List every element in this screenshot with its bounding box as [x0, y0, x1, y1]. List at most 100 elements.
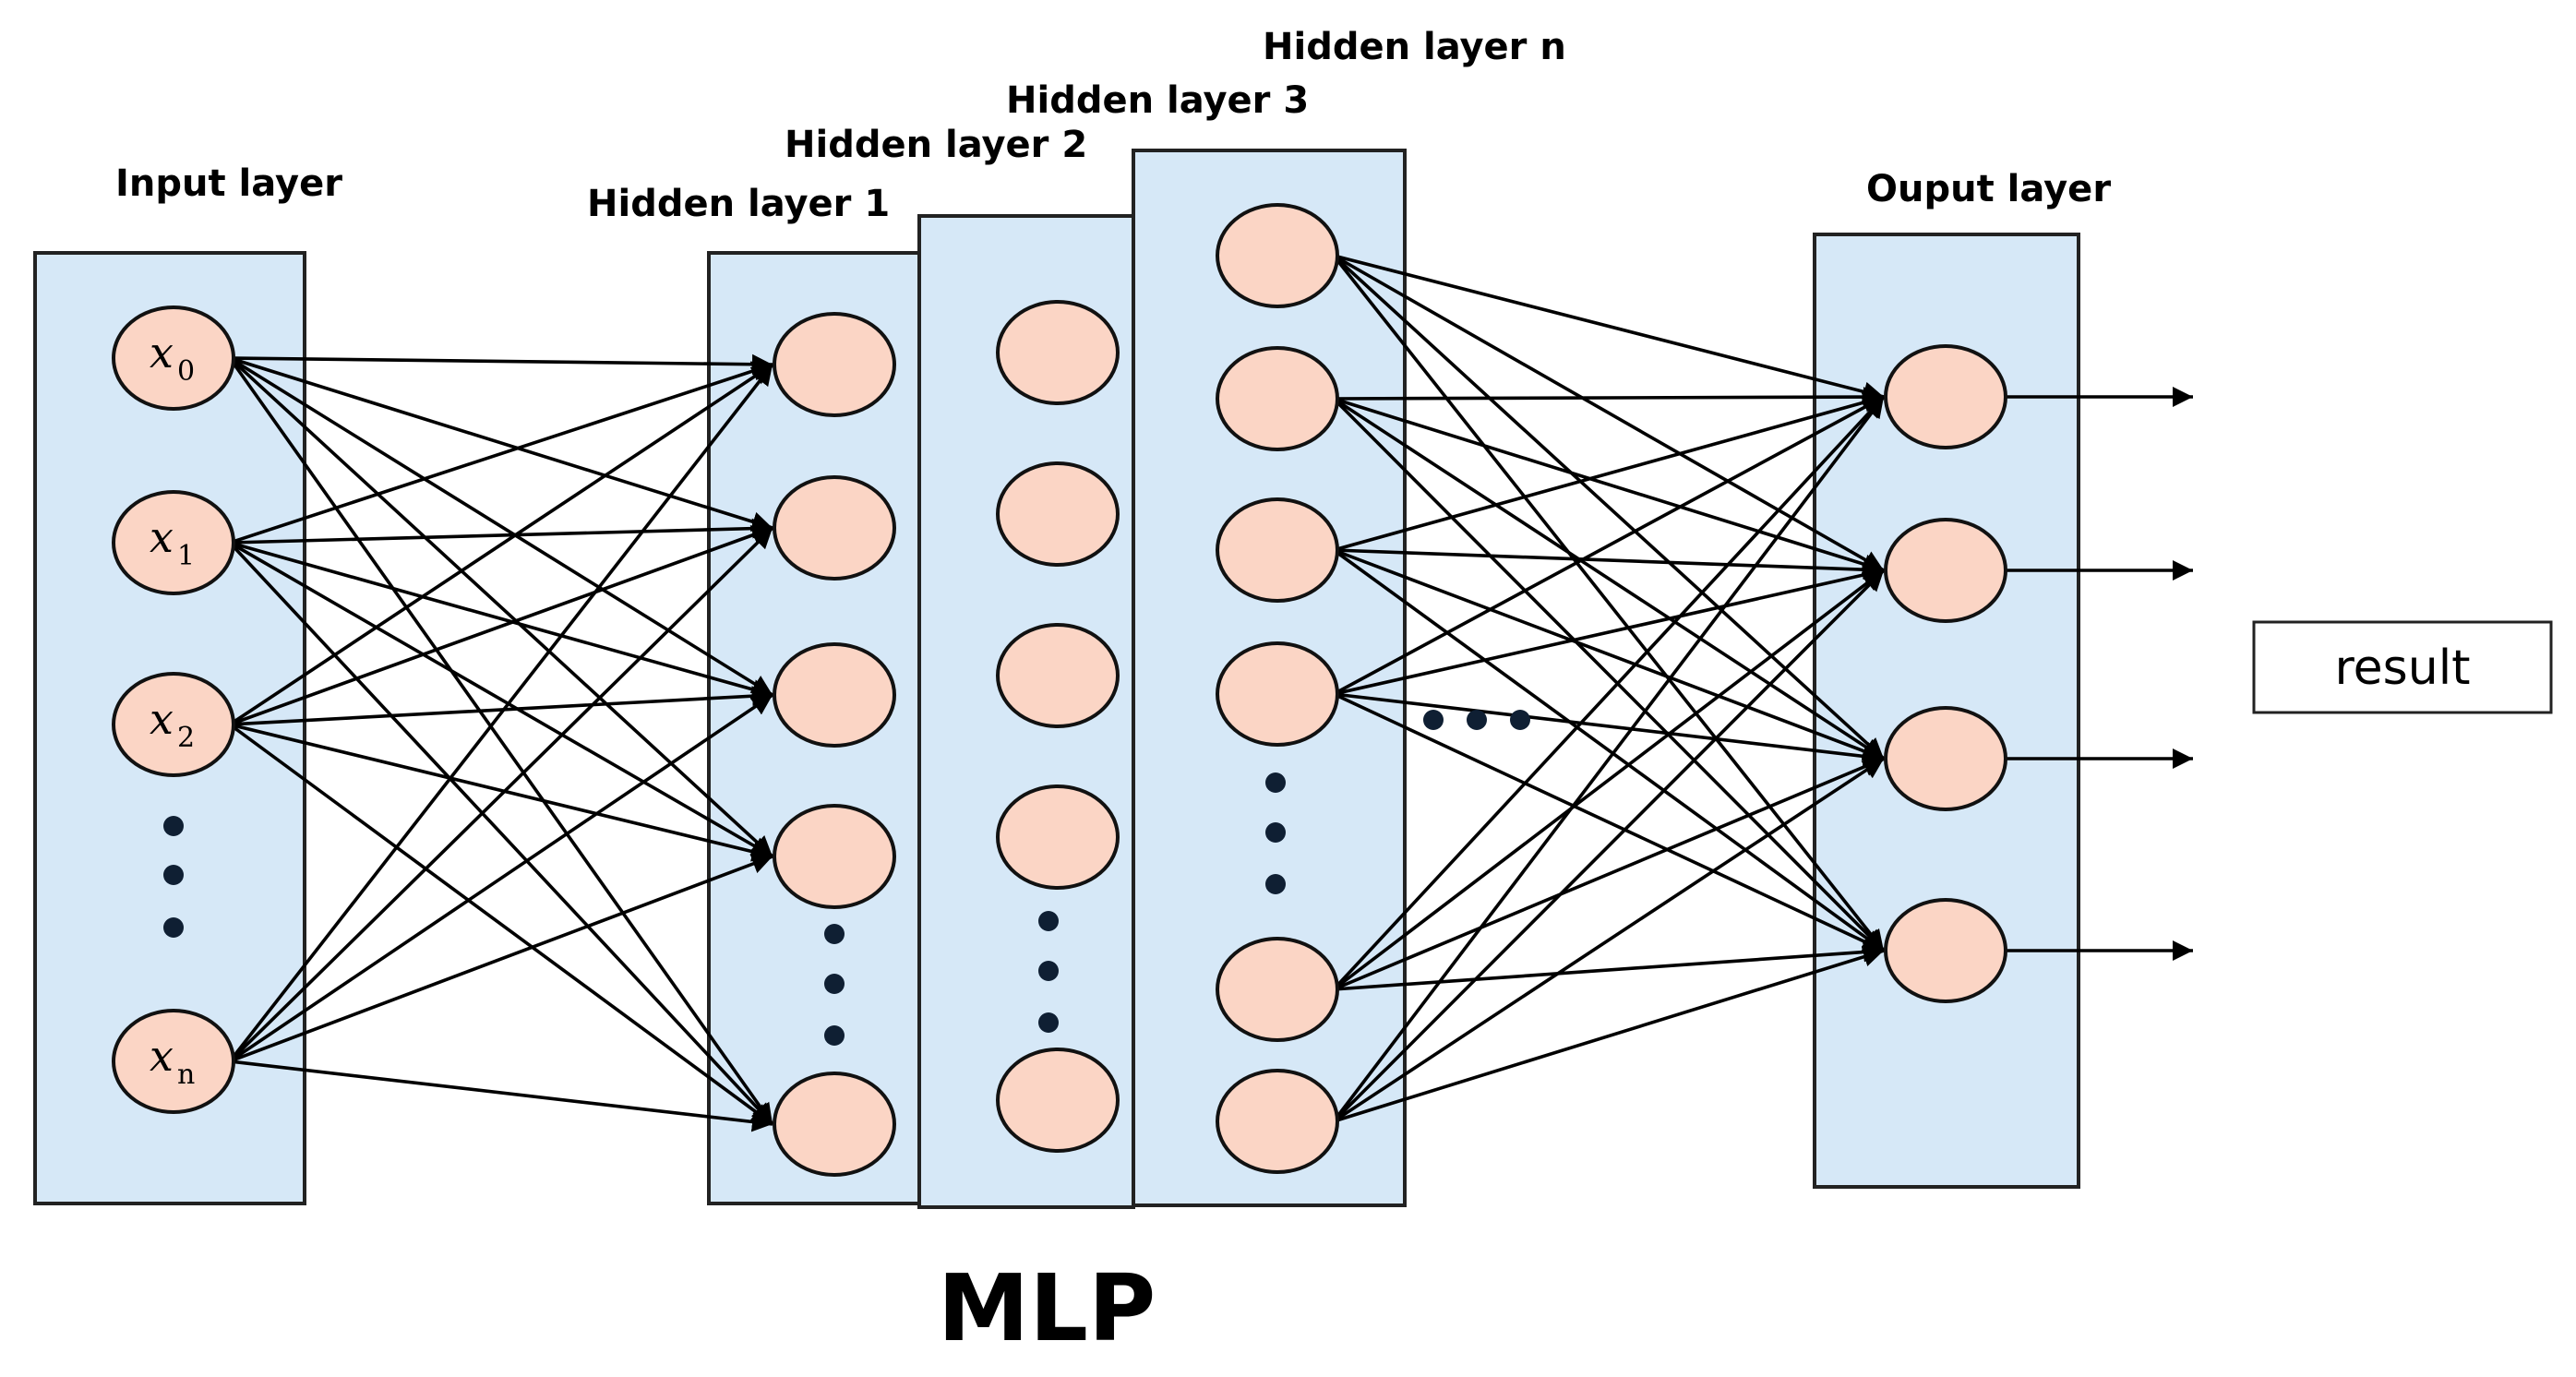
edge-hn-2-to-out-1	[1333, 548, 1885, 581]
edge-hn-2-to-out-3	[1332, 548, 1886, 952]
edge-hn-4-to-out-0	[1332, 395, 1886, 991]
hidden1-ellipsis-dot-2	[824, 1025, 845, 1046]
edge-input-0-to-h1-3	[228, 356, 774, 858]
edge-hn-0-to-out-2	[1332, 254, 1886, 760]
hidden-layer-n-title: Hidden layer n	[1263, 26, 1566, 68]
output-arrows	[2006, 387, 2193, 961]
edge-input-0-to-h1-4	[228, 356, 774, 1126]
hidden-layer-3-title: Hidden layer 3	[1006, 79, 1309, 122]
output-neuron-0	[1884, 344, 2007, 449]
input-ellipsis-dot-1	[163, 865, 184, 885]
edge-hn-1-to-out-2	[1333, 397, 1885, 760]
edge-hn-5-to-out-2	[1333, 757, 1885, 1123]
hidden1-neuron-2	[773, 642, 896, 748]
mlp-caption: MLP	[938, 1254, 1156, 1362]
edge-hn-1-to-out-3	[1332, 397, 1886, 952]
between-layers-ellipsis-dot-1	[1467, 710, 1487, 730]
edge-input-2-to-h1-2	[229, 686, 773, 726]
edge-input-2-to-h1-0	[229, 363, 773, 726]
hiddenN-neuron-4	[1216, 937, 1339, 1042]
hiddenN-neuron-5	[1216, 1069, 1339, 1174]
edge-input-3-to-h1-2	[228, 693, 774, 1063]
input-neuron-2	[112, 672, 235, 777]
between-layers-ellipsis-dot-0	[1423, 710, 1444, 730]
input-neuron-0	[112, 305, 235, 411]
edge-input-3-to-h1-4	[229, 1060, 773, 1132]
hiddenN-neuron-0	[1216, 203, 1339, 308]
edge-hn-1-to-out-0	[1333, 387, 1885, 408]
edge-hn-0-to-out-3	[1332, 254, 1886, 952]
edge-input-3-to-h1-1	[228, 526, 774, 1063]
edge-hn-3-to-out-0	[1333, 395, 1885, 696]
result-box	[2252, 620, 2553, 714]
hidden1-neuron-0	[773, 312, 896, 417]
edge-hn-5-to-out-3	[1333, 947, 1885, 1123]
edge-hn-2-to-out-2	[1333, 548, 1885, 761]
edge-hn-4-to-out-3	[1333, 941, 1885, 991]
between-layers-ellipsis-dot-2	[1510, 710, 1530, 730]
edge-input-0-to-h1-2	[229, 356, 773, 697]
edge-hn-2-to-out-0	[1333, 392, 1885, 552]
hidden2-ellipsis-dot-1	[1038, 961, 1059, 981]
hiddenN-neuron-3	[1216, 641, 1339, 747]
hiddenN-neuron-2	[1216, 497, 1339, 603]
edge-input-2-to-h1-1	[229, 525, 773, 726]
output-neuron-1	[1884, 518, 2007, 623]
hidden1-neuron-4	[773, 1072, 896, 1177]
input-neuron-1	[112, 490, 235, 595]
edge-input-3-to-h1-0	[228, 363, 774, 1063]
hidden1-ellipsis-dot-0	[824, 924, 845, 944]
edge-input-1-to-h1-0	[229, 361, 773, 545]
edge-hn-3-to-out-3	[1333, 692, 1885, 952]
input-neuron-3	[112, 1009, 235, 1114]
hiddenN-ellipsis-dot-1	[1265, 822, 1286, 843]
output-neuron-3	[1884, 898, 2007, 1003]
edge-hn-3-to-out-1	[1333, 565, 1885, 696]
edge-input-0-to-h1-1	[229, 356, 773, 532]
edge-hn-5-to-out-1	[1332, 569, 1886, 1123]
edge-hn-5-to-out-0	[1332, 395, 1886, 1123]
edge-input-1-to-h1-1	[229, 518, 773, 545]
edge-input-2-to-h1-4	[228, 723, 774, 1126]
hidden2-neuron-1	[996, 461, 1120, 567]
hidden2-neuron-2	[996, 623, 1120, 728]
output-layer-title: Ouput layer	[1866, 168, 2111, 210]
edge-input-0-to-h1-0	[229, 353, 773, 375]
edge-hn-4-to-out-2	[1333, 757, 1885, 991]
edge-hn-4-to-out-1	[1332, 569, 1886, 991]
edge-input-1-to-h1-2	[229, 541, 773, 700]
hidden1-neuron-1	[773, 475, 896, 581]
hidden1-ellipsis-dot-1	[824, 974, 845, 994]
edge-input-1-to-h1-3	[229, 541, 773, 858]
output-neuron-2	[1884, 706, 2007, 811]
edge-hn-1-to-out-1	[1333, 397, 1885, 574]
neurons	[112, 203, 2007, 1177]
edge-input-3-to-h1-3	[229, 854, 773, 1063]
hiddenN-neuron-1	[1216, 346, 1339, 451]
hidden-layer-1-title: Hidden layer 1	[587, 183, 890, 225]
hiddenN-ellipsis-dot-0	[1265, 772, 1286, 793]
hidden-layer-2-title: Hidden layer 2	[785, 124, 1087, 166]
connection-edges	[228, 254, 1886, 1132]
ellipsis-dots	[163, 710, 1530, 1046]
input-ellipsis-dot-0	[163, 816, 184, 836]
result-label: result	[2334, 641, 2470, 696]
hidden2-ellipsis-dot-2	[1038, 1012, 1059, 1033]
hidden2-ellipsis-dot-0	[1038, 911, 1059, 931]
hiddenN-ellipsis-dot-2	[1265, 874, 1286, 894]
hidden2-neuron-0	[996, 300, 1120, 405]
hidden2-neuron-4	[996, 1048, 1120, 1153]
hidden1-neuron-3	[773, 804, 896, 909]
edge-hn-0-to-out-1	[1333, 254, 1885, 572]
input-layer-title: Input layer	[115, 162, 342, 205]
edge-hn-0-to-out-0	[1333, 254, 1885, 402]
edge-input-2-to-h1-3	[229, 723, 773, 862]
hidden2-neuron-3	[996, 784, 1120, 890]
input-ellipsis-dot-2	[163, 917, 184, 938]
